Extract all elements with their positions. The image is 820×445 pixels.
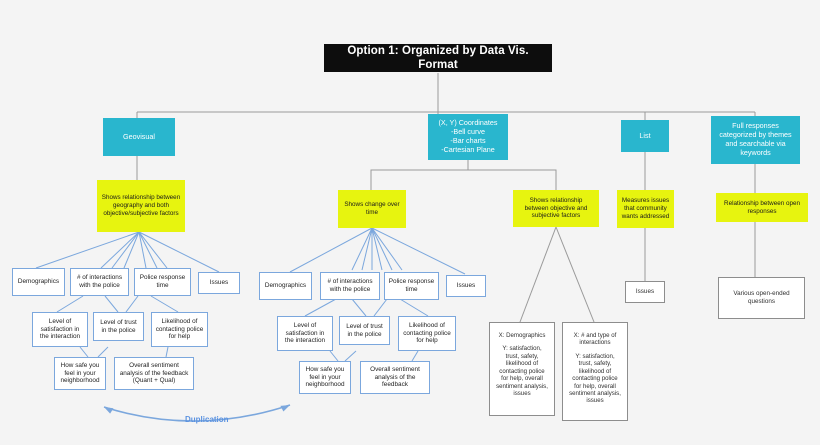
geo-row3-sentiment-label: Overall sentiment analysis of the feedba… bbox=[119, 361, 189, 385]
open-response-leaf-questions-label: Various open-ended questions bbox=[733, 290, 790, 305]
ts-row2-likelihood[interactable]: Likelihood of contacting police for help bbox=[398, 316, 456, 351]
geo-row1-demographics-label: Demographics bbox=[17, 278, 60, 286]
open-response-leaf-questions[interactable]: Various open-ended questions bbox=[718, 277, 805, 319]
level2-label-measures-issues: Measures issues that community wants add… bbox=[621, 197, 670, 220]
ts-row3-safety[interactable]: How safe you feel in your neighborhood bbox=[299, 361, 351, 394]
geo-row2-likelihood[interactable]: Likelihood of contacting police for help bbox=[151, 312, 208, 347]
ts-row1-issues[interactable]: Issues bbox=[446, 275, 486, 297]
level2-node-measures-issues[interactable]: Measures issues that community wants add… bbox=[617, 190, 674, 228]
geo-row3-safety[interactable]: How safe you feel in your neighborhood bbox=[54, 357, 106, 390]
scatter-box-demographics-content: X: Demographics Y: satisfaction, trust, … bbox=[490, 332, 554, 397]
geo-row2-trust[interactable]: Level of trust in the police bbox=[93, 312, 144, 341]
geo-row2-satisfaction-label: Level of satisfaction in the interaction bbox=[39, 317, 81, 341]
duplication-annotation-label: Duplication bbox=[185, 415, 229, 424]
scatter-x-interactions: X: # and type of interactions bbox=[573, 332, 617, 347]
geo-row1-response-time-label: Police response time bbox=[139, 274, 186, 289]
ts-row2-satisfaction-label: Level of satisfaction in the interaction bbox=[284, 321, 326, 345]
ts-row1-response-time-label: Police response time bbox=[388, 278, 435, 293]
geo-row1-response-time[interactable]: Police response time bbox=[134, 268, 191, 296]
list-leaf-issues-label: Issues bbox=[635, 288, 655, 296]
geo-row2-trust-label: Level of trust in the police bbox=[100, 318, 137, 334]
ts-row3-sentiment[interactable]: Overall sentiment analysis of the feedba… bbox=[360, 361, 430, 394]
level2-label-objective-subjective: Shows relationship between objective and… bbox=[524, 196, 588, 220]
list-leaf-issues[interactable]: Issues bbox=[625, 281, 665, 303]
level1-label-geovisual: Geovisual bbox=[123, 131, 155, 141]
geo-row2-likelihood-label: Likelihood of contacting police for help bbox=[155, 317, 204, 341]
scatter-y-demographics: Y: satisfaction, trust, safety, likeliho… bbox=[496, 345, 548, 397]
geo-row1-issues[interactable]: Issues bbox=[198, 272, 240, 294]
level2-label-geography-relationship: Shows relationship between geography and… bbox=[101, 194, 181, 217]
level1-label-full-responses: Full responses categorized by themes and… bbox=[719, 121, 792, 157]
level1-node-geovisual[interactable]: Geovisual bbox=[103, 118, 175, 156]
level2-node-change-over-time[interactable]: Shows change over time bbox=[338, 190, 406, 228]
level2-node-open-responses[interactable]: Relationship between open responses bbox=[716, 193, 808, 222]
root-title-text: Option 1: Organized by Data Vis. Format bbox=[347, 44, 529, 71]
ts-row3-sentiment-label: Overall sentiment analysis of the feedba… bbox=[370, 365, 420, 389]
ts-row1-demographics-label: Demographics bbox=[264, 282, 307, 290]
scatter-box-demographics[interactable]: X: Demographics Y: satisfaction, trust, … bbox=[489, 322, 555, 416]
level1-node-list[interactable]: List bbox=[621, 120, 669, 152]
geo-row3-sentiment[interactable]: Overall sentiment analysis of the feedba… bbox=[114, 357, 194, 390]
geo-row1-demographics[interactable]: Demographics bbox=[12, 268, 65, 296]
ts-row1-response-time[interactable]: Police response time bbox=[384, 272, 439, 300]
ts-row1-issues-label: Issues bbox=[456, 282, 476, 290]
level2-label-open-responses: Relationship between open responses bbox=[724, 199, 800, 215]
ts-row2-likelihood-label: Likelihood of contacting police for help bbox=[403, 321, 451, 345]
geo-row1-interactions-label: # of interactions with the police bbox=[76, 274, 123, 289]
level2-node-geography-relationship[interactable]: Shows relationship between geography and… bbox=[97, 180, 185, 232]
level1-label-coordinates: (X, Y) Coordinates -Bell curve -Bar char… bbox=[438, 118, 498, 154]
ts-row2-satisfaction[interactable]: Level of satisfaction in the interaction bbox=[277, 316, 333, 351]
level1-node-coordinates[interactable]: (X, Y) Coordinates -Bell curve -Bar char… bbox=[428, 114, 508, 160]
ts-row1-interactions-label: # of interactions with the police bbox=[327, 278, 373, 293]
level2-node-objective-subjective[interactable]: Shows relationship between objective and… bbox=[513, 190, 599, 227]
ts-row2-trust[interactable]: Level of trust in the police bbox=[339, 316, 390, 345]
ts-row1-demographics[interactable]: Demographics bbox=[259, 272, 312, 300]
geo-row1-issues-label: Issues bbox=[209, 279, 229, 287]
scatter-box-interactions-content: X: # and type of interactions Y: satisfa… bbox=[563, 332, 627, 405]
level1-node-full-responses[interactable]: Full responses categorized by themes and… bbox=[711, 116, 800, 164]
geo-row3-safety-label: How safe you feel in your neighborhood bbox=[60, 361, 100, 385]
scatter-box-interactions[interactable]: X: # and type of interactions Y: satisfa… bbox=[562, 322, 628, 421]
scatter-y-interactions: Y: satisfaction, trust, safety, likeliho… bbox=[569, 352, 621, 405]
ts-row3-safety-label: How safe you feel in your neighborhood bbox=[305, 365, 345, 389]
ts-row1-interactions[interactable]: # of interactions with the police bbox=[320, 272, 380, 300]
geo-row1-interactions[interactable]: # of interactions with the police bbox=[70, 268, 129, 296]
scatter-x-demographics: X: Demographics bbox=[498, 332, 546, 339]
ts-row2-trust-label: Level of trust in the police bbox=[346, 322, 383, 338]
root-title-box: Option 1: Organized by Data Vis. Format bbox=[324, 44, 552, 72]
geo-row2-satisfaction[interactable]: Level of satisfaction in the interaction bbox=[32, 312, 88, 347]
level2-label-change-over-time: Shows change over time bbox=[344, 201, 400, 216]
level1-label-list: List bbox=[639, 130, 651, 140]
